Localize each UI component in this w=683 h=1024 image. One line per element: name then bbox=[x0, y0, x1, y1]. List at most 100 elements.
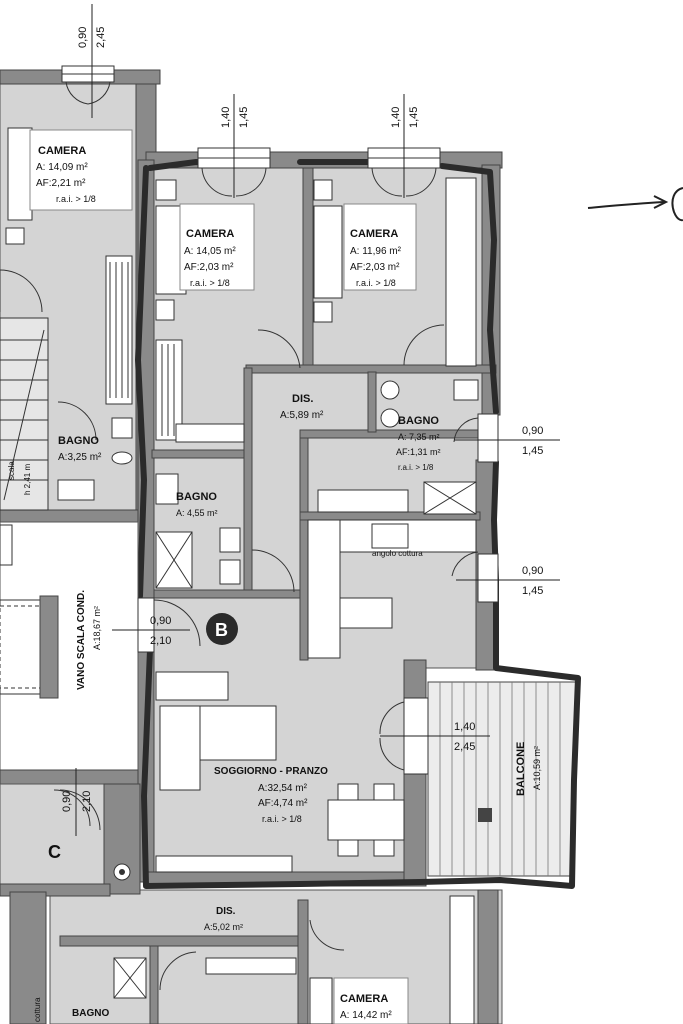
room-name: CAMERA bbox=[38, 145, 86, 157]
dimension-width: 0,90 bbox=[61, 791, 73, 812]
bed bbox=[313, 205, 343, 299]
window-right-upper: 0,90 1,45 bbox=[453, 413, 560, 463]
chair bbox=[337, 839, 359, 857]
washbasin bbox=[317, 489, 409, 513]
room-name: DIS. bbox=[216, 906, 236, 917]
toilet bbox=[111, 451, 133, 465]
window-top-mid: 1,40 1,45 bbox=[197, 94, 271, 198]
door-swing bbox=[257, 329, 301, 369]
drain bbox=[478, 808, 492, 822]
room-name: CAMERA bbox=[186, 228, 234, 240]
dimension-width: 0,90 bbox=[77, 27, 89, 48]
window-top-right: 1,40 1,45 bbox=[367, 94, 441, 198]
room-area: A: 4,55 m² bbox=[176, 508, 218, 518]
room-name: VANO SCALA COND. bbox=[76, 590, 87, 690]
wardrobe bbox=[175, 423, 245, 443]
room-name: BAGNO bbox=[72, 1008, 109, 1019]
dimension-width: 1,40 bbox=[454, 721, 475, 733]
wardrobe bbox=[205, 957, 297, 975]
sofa-chaise bbox=[159, 705, 201, 791]
room-area: A: 11,96 m² bbox=[350, 246, 402, 257]
room-rai: r.a.i. > 1/8 bbox=[356, 278, 396, 288]
stair-core: VANO SCALA COND. A:18,67 m² bbox=[0, 521, 139, 785]
room-rai: r.a.i. > 1/8 bbox=[190, 278, 230, 288]
cabinet bbox=[453, 379, 479, 401]
room-area: A:5,02 m² bbox=[204, 922, 243, 932]
room-name: CAMERA bbox=[350, 228, 398, 240]
lower-door: 0,90 2,10 bbox=[53, 768, 93, 836]
room-name: CAMERA bbox=[340, 993, 388, 1005]
bed bbox=[309, 977, 333, 1024]
dimension-width: 0,90 bbox=[150, 615, 171, 627]
cabinet bbox=[155, 671, 229, 701]
kitchen-note: cottura bbox=[33, 997, 42, 1022]
room-af: AF:2,03 m² bbox=[184, 262, 234, 273]
room-name: BAGNO bbox=[58, 435, 99, 447]
washbasin bbox=[57, 479, 95, 501]
dimension-width: 0,90 bbox=[522, 425, 543, 437]
nightstand bbox=[313, 301, 333, 323]
room-area: A:32,54 m² bbox=[258, 783, 308, 794]
dimension-label: 0,90 2,45 bbox=[77, 4, 107, 118]
door-swing bbox=[0, 269, 43, 313]
dining-table bbox=[327, 799, 405, 841]
unit-b-outline bbox=[135, 159, 581, 889]
toilet bbox=[219, 559, 241, 585]
stair-height-note: h 2,41 m bbox=[23, 464, 32, 495]
dimension-height: 1,45 bbox=[238, 107, 250, 128]
room-area: A:5,89 m² bbox=[280, 410, 324, 421]
wardrobe bbox=[445, 177, 477, 367]
dimension-height: 2,10 bbox=[81, 791, 93, 812]
room-rai: r.a.i. > 1/8 bbox=[262, 814, 302, 824]
room-label-box bbox=[179, 203, 255, 291]
room-rai: r.a.i. > 1/8 bbox=[56, 194, 96, 204]
dimension-height: 2,45 bbox=[95, 27, 107, 48]
room-name: BALCONE bbox=[515, 742, 527, 796]
peninsula bbox=[339, 597, 393, 629]
entry-door: 0,90 2,10 bbox=[112, 597, 201, 653]
dimension-height: 2,45 bbox=[454, 741, 475, 753]
room-af: AF:4,74 m² bbox=[258, 798, 308, 809]
bidet bbox=[111, 417, 133, 439]
room-name: BAGNO bbox=[398, 415, 439, 427]
bidet bbox=[380, 380, 400, 400]
chair bbox=[337, 783, 359, 801]
balcony-door: 1,40 2,45 bbox=[379, 697, 490, 775]
stair-note: scala bbox=[7, 461, 16, 480]
room-area: A: 7,35 m² bbox=[398, 432, 440, 442]
room-name: SOGGIORNO - PRANZO bbox=[214, 766, 328, 777]
unit-c: cottura C DIS. A:5,02 m² BAGNO CAMERA A:… bbox=[0, 783, 503, 1024]
tv-unit bbox=[155, 855, 293, 873]
dimension-width: 0,90 bbox=[522, 565, 543, 577]
bidet bbox=[219, 527, 241, 553]
room-label-box bbox=[29, 129, 133, 211]
dimension-height: 2,10 bbox=[150, 635, 171, 647]
room-af: AF:2,21 m² bbox=[36, 178, 86, 189]
room-af: AF:1,31 m² bbox=[396, 447, 441, 457]
washbasin bbox=[155, 473, 179, 505]
chair bbox=[373, 783, 395, 801]
room-area: A:18,67 m² bbox=[92, 606, 102, 650]
unit-marker-letter: B bbox=[215, 620, 228, 640]
interior-stair: scala h 2,41 m bbox=[0, 317, 49, 511]
wardrobe bbox=[155, 339, 183, 441]
toilet bbox=[380, 408, 400, 428]
unit-marker-letter: C bbox=[48, 842, 61, 862]
chair bbox=[373, 839, 395, 857]
room-label-box bbox=[333, 977, 409, 1024]
balcony: BALCONE A:10,59 m² bbox=[427, 681, 577, 877]
window-right-lower: 0,90 1,45 bbox=[456, 553, 560, 603]
dimension-height: 1,45 bbox=[522, 445, 543, 457]
dimension-height: 1,45 bbox=[408, 107, 420, 128]
dimension-height: 1,45 bbox=[522, 585, 543, 597]
room-area: A: 14,42 m² bbox=[340, 1010, 392, 1021]
bed bbox=[7, 127, 33, 221]
dimension-width: 1,40 bbox=[390, 107, 402, 128]
room-label-box bbox=[343, 203, 417, 291]
hand-annotation bbox=[587, 187, 683, 222]
nightstand bbox=[313, 179, 333, 201]
dimension-width: 1,40 bbox=[220, 107, 232, 128]
nightstand bbox=[5, 227, 25, 245]
room-rai: r.a.i. > 1/8 bbox=[398, 463, 434, 472]
